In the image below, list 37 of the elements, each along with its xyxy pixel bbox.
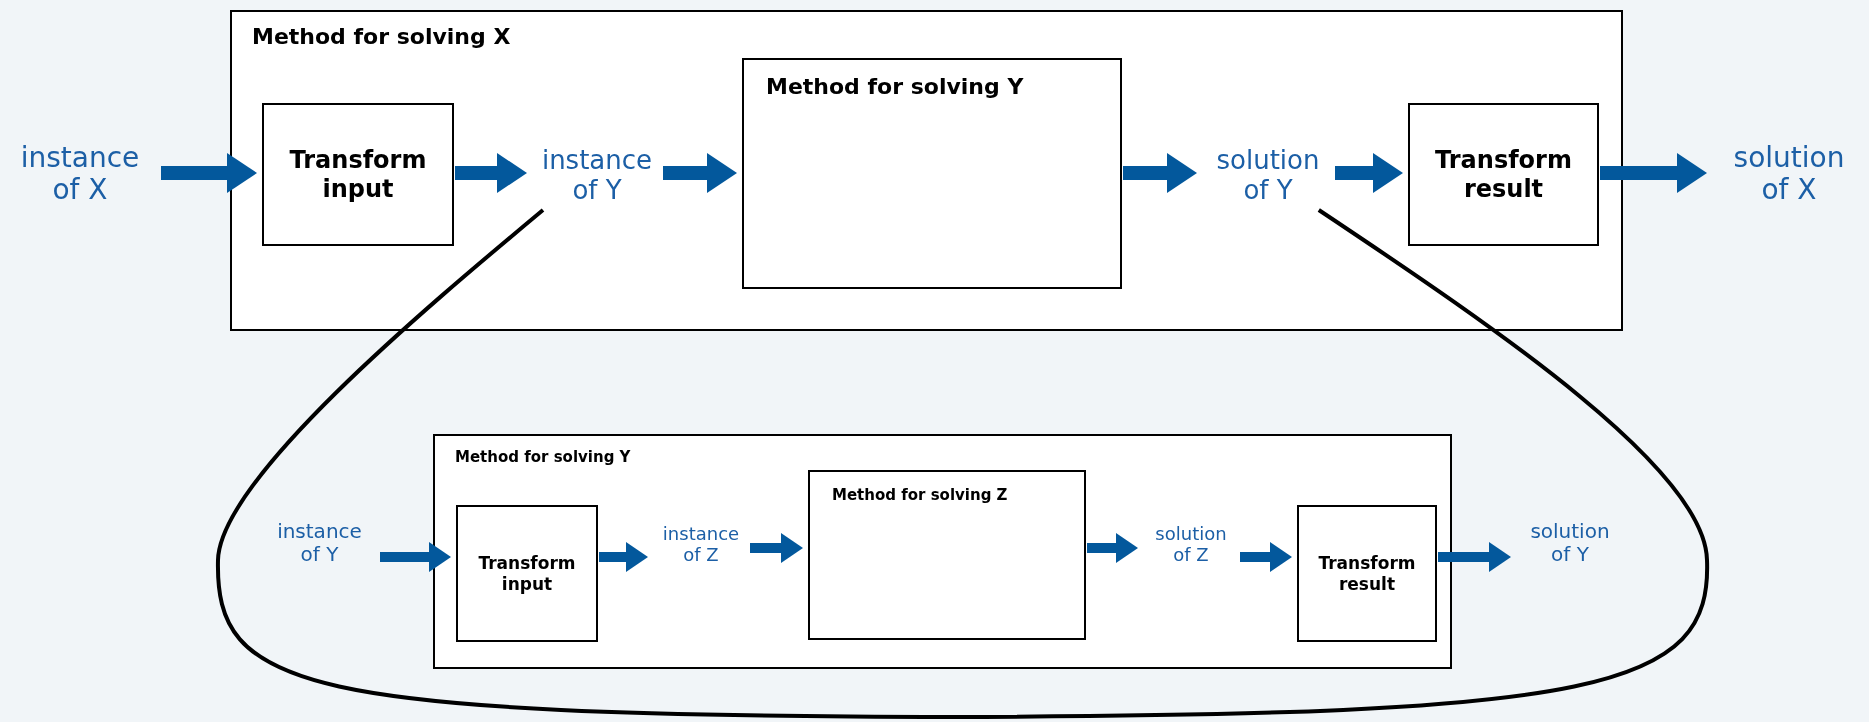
process-box (1297, 505, 1437, 642)
arrow (1438, 542, 1511, 572)
text-label: instance of X (2, 138, 158, 210)
process-box (1408, 103, 1599, 246)
container-box (230, 10, 1623, 331)
box-label: Transform input (288, 144, 428, 205)
text-label: instance of Y (532, 140, 662, 212)
box-title: Method for solving Z (832, 486, 1009, 504)
arrow (1123, 153, 1197, 193)
box-label: Transform result (1434, 144, 1573, 205)
process-box (742, 58, 1122, 289)
arrow (1600, 153, 1707, 193)
box-label: Transform input (477, 552, 577, 596)
magnifier-outline (216, 208, 1709, 719)
text-label: solution of Z (1143, 516, 1239, 574)
process-box (456, 505, 598, 642)
box-title: Method for solving Y (455, 448, 631, 466)
arrow (1087, 533, 1138, 563)
process-box (808, 470, 1086, 640)
box-title: Method for solving X (252, 24, 511, 49)
text-label: instance of Y (262, 514, 377, 572)
text-label: solution of Y (1514, 514, 1626, 572)
arrow (1240, 542, 1292, 572)
text-label: instance of Z (653, 516, 749, 574)
box-title: Method for solving Y (766, 74, 1025, 99)
box-label: Transform result (1317, 552, 1417, 596)
arrow (599, 542, 648, 572)
arrow (663, 153, 737, 193)
arrow (1335, 153, 1403, 193)
arrow (750, 533, 803, 563)
arrow (455, 153, 527, 193)
arrow (380, 542, 451, 572)
text-label: solution of X (1710, 138, 1868, 210)
process-box (262, 103, 454, 246)
text-label: solution of Y (1202, 140, 1334, 212)
container-box (433, 434, 1452, 669)
arrow (161, 153, 257, 193)
